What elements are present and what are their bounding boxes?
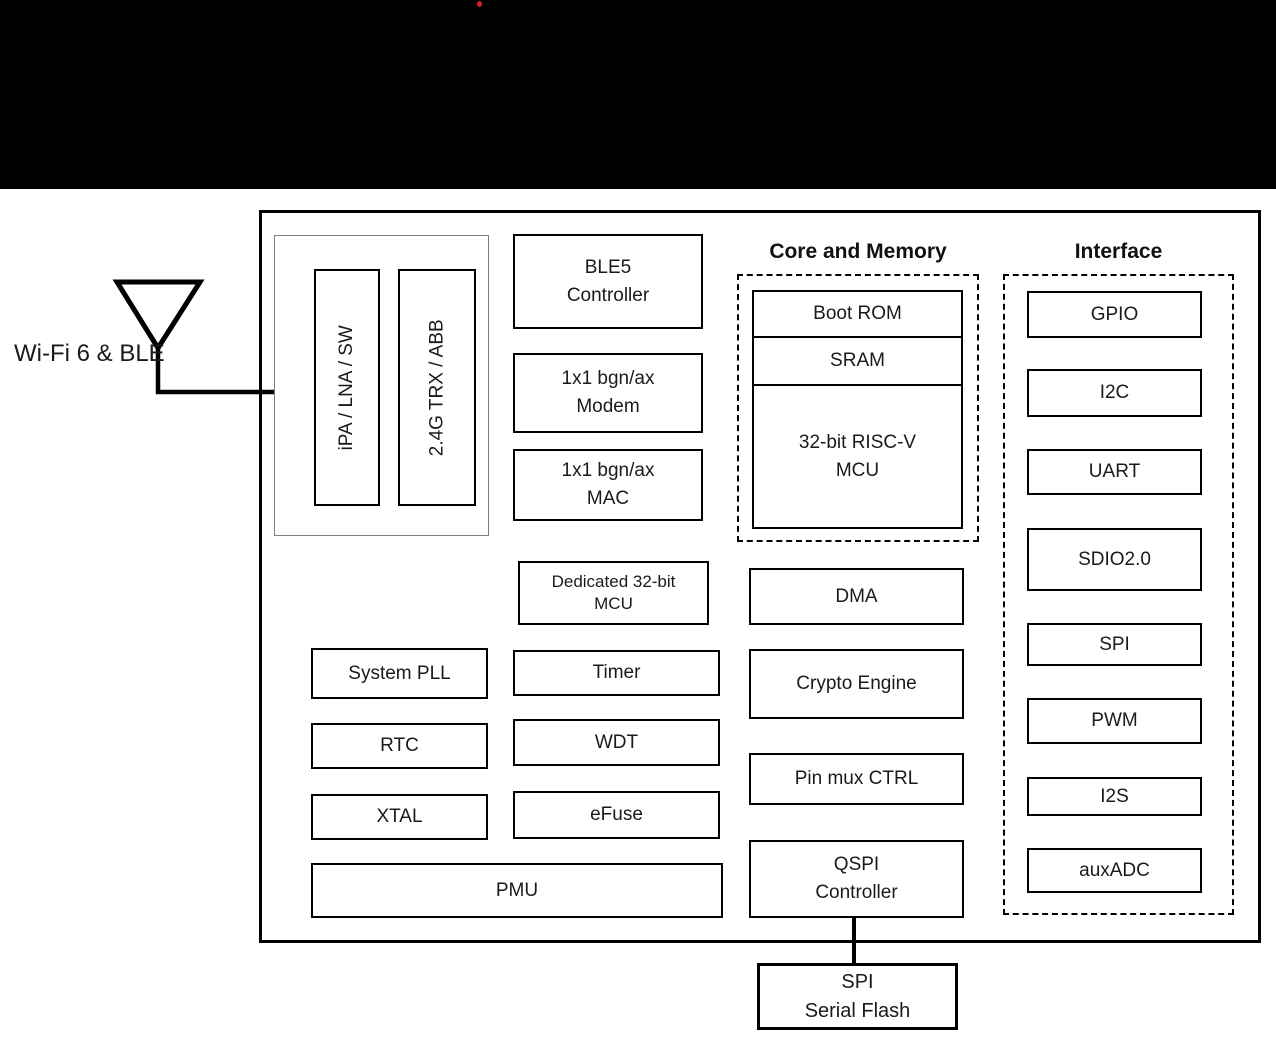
spi-flash-line1: SPI (841, 970, 874, 993)
block-efuse: eFuse (513, 791, 720, 839)
core-memory-title: Core and Memory (769, 240, 947, 263)
block-uart: UART (1027, 449, 1202, 495)
i2s-label: I2S (1100, 785, 1129, 807)
crypto-engine-label: Crypto Engine (796, 673, 917, 695)
riscv-mcu-line1: 32-bit RISC-V (798, 431, 917, 453)
block-dma: DMA (749, 568, 964, 625)
sram-label: SRAM (830, 350, 885, 372)
block-ipa-lna-sw-label: iPA / LNA / SW (336, 324, 358, 451)
block-pmu: PMU (311, 863, 723, 918)
mac-line1: 1x1 bgn/ax (561, 460, 655, 482)
block-pin-mux-ctrl: Pin mux CTRL (749, 753, 964, 805)
rtc-label: RTC (380, 735, 419, 757)
uart-label: UART (1088, 461, 1141, 483)
block-24g-trx-abb: 2.4G TRX / ABB (398, 269, 476, 506)
red-dot-icon (477, 1, 482, 7)
core-memory-group-box (737, 274, 979, 542)
block-qspi-controller: QSPI Controller (749, 840, 964, 918)
qspi-line1: QSPI (833, 854, 880, 876)
xtal-label: XTAL (376, 806, 423, 828)
riscv-mcu-line2: MCU (835, 459, 880, 481)
block-sdio: SDIO2.0 (1027, 528, 1202, 591)
block-i2c: I2C (1027, 369, 1202, 417)
block-ble5-controller: BLE5 Controller (513, 234, 703, 329)
block-gpio: GPIO (1027, 291, 1202, 338)
timer-label: Timer (592, 662, 641, 684)
block-boot-rom: Boot ROM (752, 290, 963, 338)
ble5-line1: BLE5 (584, 256, 632, 278)
antenna-label: Wi-Fi 6 & BLE (14, 340, 165, 367)
sdio-label: SDIO2.0 (1078, 548, 1151, 570)
block-ipa-lna-sw: iPA / LNA / SW (314, 269, 380, 506)
block-auxadc: auxADC (1027, 848, 1202, 893)
block-i2s: I2S (1027, 777, 1202, 816)
block-spi-serial-flash: SPI Serial Flash (757, 963, 958, 1030)
auxadc-label: auxADC (1079, 859, 1150, 881)
modem-line2: Modem (576, 396, 640, 417)
i2c-label: I2C (1099, 382, 1130, 404)
spi-label: SPI (1099, 633, 1130, 655)
mac-line2: MAC (586, 488, 630, 509)
qspi-flash-connector-line (852, 916, 856, 963)
dma-label: DMA (835, 585, 878, 607)
system-pll-label: System PLL (348, 662, 451, 684)
block-crypto-engine: Crypto Engine (749, 649, 964, 719)
pwm-label: PWM (1091, 710, 1138, 732)
pin-mux-label: Pin mux CTRL (794, 768, 919, 790)
block-riscv-mcu: 32-bit RISC-V MCU (752, 384, 963, 529)
block-spi: SPI (1027, 623, 1202, 666)
interface-group-box (1003, 274, 1234, 915)
qspi-line2: Controller (815, 882, 898, 903)
wdt-label: WDT (594, 731, 639, 753)
block-wifi-mac: 1x1 bgn/ax MAC (513, 449, 703, 521)
block-24g-trx-abb-label: 2.4G TRX / ABB (426, 319, 448, 456)
chip-outer-box (259, 210, 1261, 943)
ble5-line2: Controller (566, 284, 650, 306)
top-black-bar (0, 0, 1276, 189)
block-pwm: PWM (1027, 698, 1202, 744)
block-system-pll: System PLL (311, 648, 488, 699)
gpio-label: GPIO (1090, 303, 1139, 325)
block-wdt: WDT (513, 719, 720, 766)
dedicated-mcu-line1: Dedicated 32-bit (551, 571, 676, 591)
block-wifi-modem: 1x1 bgn/ax Modem (513, 353, 703, 433)
block-sram: SRAM (752, 336, 963, 386)
block-timer: Timer (513, 650, 720, 696)
dedicated-mcu-line2: MCU (594, 594, 633, 613)
modem-line1: 1x1 bgn/ax (561, 368, 655, 390)
interface-title: Interface (1074, 240, 1163, 263)
block-rtc: RTC (311, 723, 488, 769)
block-xtal: XTAL (311, 794, 488, 840)
block-dedicated-mcu: Dedicated 32-bit MCU (518, 561, 709, 625)
pmu-label: PMU (495, 879, 539, 901)
boot-rom-label: Boot ROM (813, 303, 902, 325)
efuse-label: eFuse (590, 804, 643, 826)
spi-flash-line2: Serial Flash (804, 999, 911, 1022)
